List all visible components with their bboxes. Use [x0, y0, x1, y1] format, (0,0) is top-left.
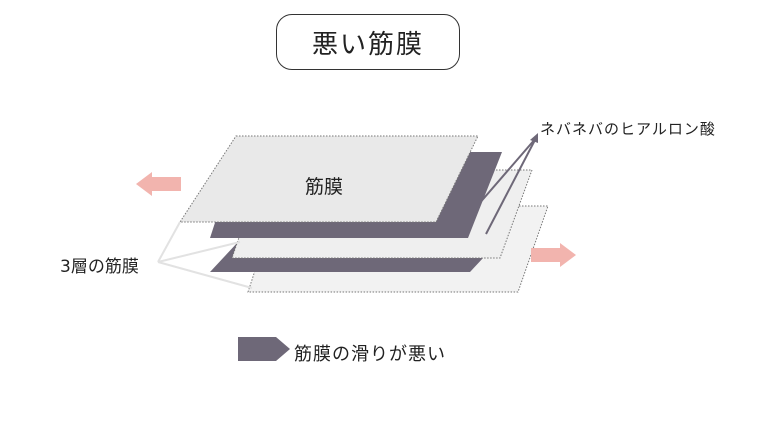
left-arrow: [136, 172, 181, 196]
hyaluronic-acid-label: ネバネバのヒアルロン酸: [540, 120, 716, 138]
hyaluronic-pointer-lines: [477, 137, 537, 235]
legend-swatch: [238, 337, 290, 361]
right-arrow: [531, 243, 576, 267]
fascia-label: 筋膜: [305, 176, 344, 198]
three-layer-fascia-label: 3層の筋膜: [60, 257, 139, 277]
pointer-arrowhead: [530, 133, 538, 143]
three-layer-connectors: [157, 221, 253, 289]
diagram-title: 悪い筋膜: [276, 14, 460, 70]
legend-label: 筋膜の滑りが悪い: [294, 344, 446, 365]
top-fascia-sheet: [179, 135, 479, 223]
